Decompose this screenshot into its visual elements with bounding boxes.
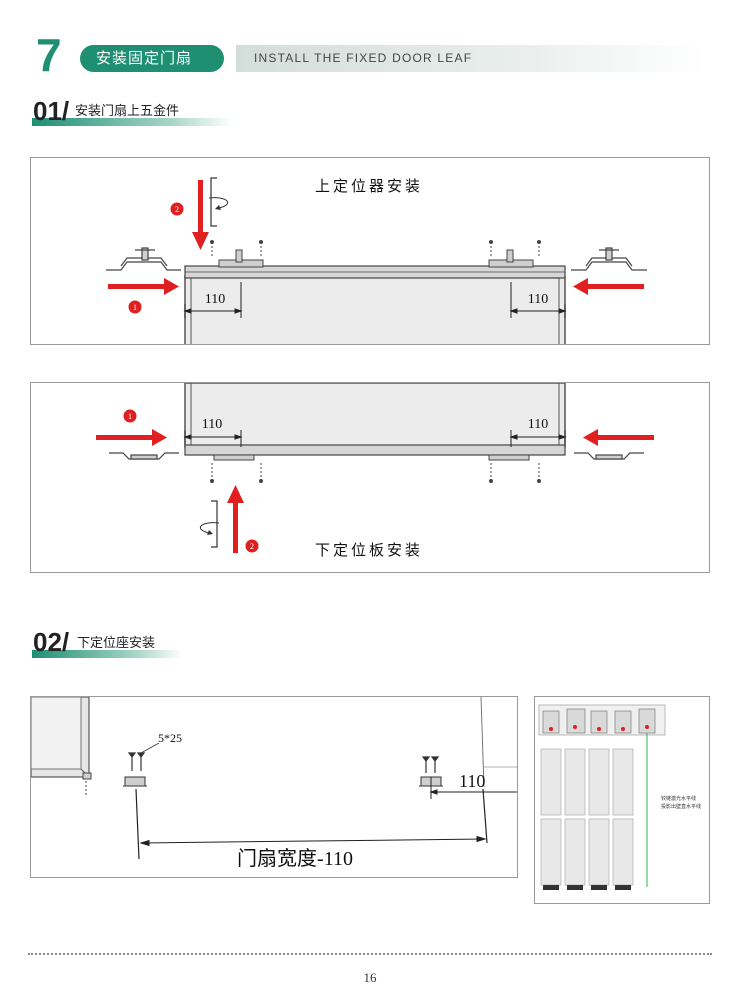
figure-bottom-plate: 1 2 110 110 下定位板安装 xyxy=(30,382,710,573)
figure-top-positioner: 2 1 110 110 上定位器安装 xyxy=(30,157,710,347)
step-2-marker xyxy=(245,539,259,553)
dimension-right xyxy=(509,430,567,447)
arrow-up xyxy=(227,485,244,553)
section-1-underline xyxy=(32,118,232,126)
rotate-bracket xyxy=(210,177,217,227)
dimension-right xyxy=(509,282,567,318)
side-view-diagram: 铰链激光水平线 投影出壁直水平线 xyxy=(538,704,701,890)
dimension-left xyxy=(183,282,243,318)
chapter-title-en: INSTALL THE FIXED DOOR LEAF xyxy=(254,51,473,65)
door-leaves xyxy=(540,748,634,886)
step-1-marker xyxy=(123,409,137,423)
screws-left xyxy=(127,752,146,771)
section-2-number: 02/ xyxy=(33,627,70,657)
seat-left xyxy=(123,776,147,787)
chapter-number: 7 xyxy=(36,29,62,81)
rotate-bracket xyxy=(211,500,218,548)
bottom-figure-caption: 下定位板安装 xyxy=(315,541,423,559)
dimension-width xyxy=(139,835,487,847)
screw-label: 5*25 xyxy=(158,731,182,745)
rotate-arc xyxy=(208,197,229,209)
chapter-title: 安装固定门扇 xyxy=(80,45,224,72)
step-2-label: 2 xyxy=(175,205,179,214)
rail-plate-left xyxy=(213,454,255,461)
step-1-label: 1 xyxy=(133,303,137,312)
dimension-left-label: 110 xyxy=(205,292,225,307)
step-1-marker xyxy=(128,300,142,314)
door-panel xyxy=(184,382,566,448)
figure-side-view: 铰链激光水平线 投影出壁直水平线 xyxy=(534,696,710,904)
step-2-label: 2 xyxy=(250,542,254,551)
page-number: 16 xyxy=(363,970,377,985)
footer-divider xyxy=(28,953,712,955)
section-1-title: 安装门扇上五金件 xyxy=(75,104,180,119)
dimension-right-label: 110 xyxy=(528,417,548,432)
section-1-number: 01/ xyxy=(33,96,70,126)
rotate-arc xyxy=(199,522,220,534)
section-2-title: 下定位座安装 xyxy=(77,636,156,651)
laser-note-line1: 铰链激光水平线 xyxy=(661,795,696,802)
arrow-left-in xyxy=(573,278,644,295)
arrow-right-in xyxy=(108,278,179,295)
width-label: 门扇宽度-110 xyxy=(237,847,353,870)
section-2-underline xyxy=(32,650,182,658)
step-2-marker xyxy=(170,202,184,216)
dimension-right-label: 110 xyxy=(528,292,548,307)
bottom-plate-diagram: 1 2 110 110 下定位板安装 xyxy=(96,382,654,559)
chapter-title-band xyxy=(236,45,706,72)
step-1-label: 1 xyxy=(128,412,132,421)
arrow-down xyxy=(192,180,209,250)
screws-right xyxy=(421,756,440,773)
dimension-right-label: 110 xyxy=(459,771,485,791)
dimension-right xyxy=(429,777,517,799)
seat-install-diagram: 5*25 110 门扇宽度-110 xyxy=(30,696,517,870)
dimension-left-label: 110 xyxy=(202,417,222,432)
top-figure-caption: 上定位器安装 xyxy=(315,177,423,195)
rail-plate-right xyxy=(488,454,530,461)
figure-seat-install: 5*25 110 门扇宽度-110 xyxy=(30,696,518,878)
door-panel xyxy=(184,275,566,347)
loose-positioner-right xyxy=(571,247,647,271)
bottom-rail xyxy=(184,444,566,456)
laser-note-line2: 投影出壁直水平线 xyxy=(661,803,701,810)
dimension-left xyxy=(183,430,243,447)
top-positioner-diagram: 2 1 110 110 上定位器安装 xyxy=(106,177,647,347)
arrow-left-in xyxy=(583,429,654,446)
rail-positioner-right xyxy=(488,249,534,268)
loose-positioner-left xyxy=(106,247,181,271)
rail-positioner-left xyxy=(218,249,264,268)
arrow-right-in xyxy=(96,429,167,446)
